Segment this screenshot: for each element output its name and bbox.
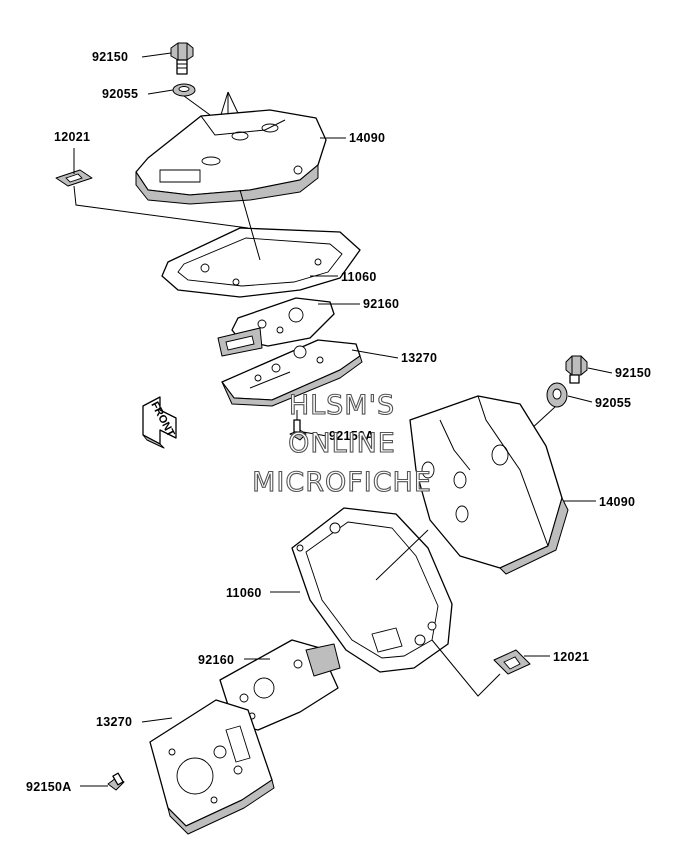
bottom-grommet-icon — [493, 649, 531, 675]
callout-bottom-plate-bolt: 92150A — [26, 780, 72, 794]
callout-top-gasket: 11060 — [341, 270, 377, 284]
bottom-valve-cover — [409, 395, 569, 575]
top-plate-shape — [221, 339, 363, 407]
callout-bottom-washer: 92055 — [595, 396, 631, 410]
callout-top-plate: 13270 — [401, 351, 437, 365]
callout-bottom-plate: 13270 — [96, 715, 132, 729]
watermark-line-1: HLSM'S — [289, 390, 395, 421]
callout-bottom-plate-gasket: 92160 — [198, 653, 234, 667]
bolt-icon — [170, 42, 194, 75]
callout-bottom-gasket: 11060 — [226, 586, 262, 600]
washer-icon — [546, 382, 568, 408]
top-grommet-icon — [55, 169, 93, 187]
bottom-plate-shape — [149, 699, 275, 835]
callout-top-grommet: 12021 — [54, 130, 90, 144]
bolt-icon — [289, 419, 307, 441]
callout-bottom-bolt: 92150 — [615, 366, 651, 380]
callout-bottom-cover: 14090 — [599, 495, 635, 509]
callout-top-plate-bolt: 92150A — [329, 429, 375, 443]
callout-top-cover: 14090 — [349, 131, 385, 145]
watermark-line-3: MICROFICHE — [252, 467, 432, 498]
watermark-line-2: ONLINE — [288, 428, 396, 459]
top-plate-gasket-shape — [217, 297, 335, 357]
bottom-plate-gasket-shape — [219, 639, 341, 731]
top-gasket-shape — [161, 227, 361, 298]
bottom-gasket-shape — [291, 507, 453, 673]
callout-bottom-grommet: 12021 — [553, 650, 589, 664]
bolt-icon — [565, 355, 588, 384]
bolt-icon — [107, 772, 125, 791]
callout-top-washer: 92055 — [102, 87, 138, 101]
callout-top-bolt: 92150 — [92, 50, 128, 64]
front-arrow-icon: FRONT — [142, 396, 177, 449]
top-valve-cover — [135, 109, 327, 205]
washer-icon — [172, 83, 196, 97]
callout-top-plate-gasket: 92160 — [363, 297, 399, 311]
